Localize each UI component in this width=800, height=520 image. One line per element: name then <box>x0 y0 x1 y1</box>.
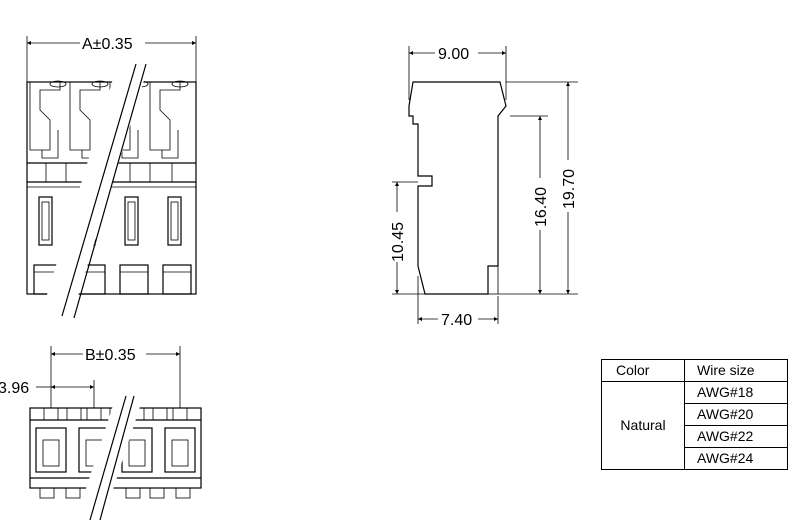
bottom-view: B±0.35 3.96 <box>0 346 202 520</box>
wire-size-value: AWG#24 <box>684 447 788 470</box>
header-wire-size: Wire size <box>684 359 788 382</box>
dimension-height-mid-label: 16.40 <box>533 187 550 227</box>
wire-size-value: AWG#20 <box>684 403 788 426</box>
dimension-width-bottom-label: 7.40 <box>441 312 472 329</box>
color-value: Natural <box>601 381 685 470</box>
table-row: AWG#20 <box>602 403 788 426</box>
table-header-row: Color Wire size <box>601 359 788 382</box>
dimension-b-label: B±0.35 <box>85 347 136 364</box>
dimension-height-lower-label: 10.45 <box>390 222 407 262</box>
table-row: AWG#24 <box>602 447 788 470</box>
dimension-pitch-label: 3.96 <box>0 380 29 397</box>
wire-size-value: AWG#22 <box>684 425 788 448</box>
dimension-a-label: A±0.35 <box>82 36 133 53</box>
front-view: A±0.35 <box>26 36 197 319</box>
dimension-height-total-label: 19.70 <box>561 169 578 209</box>
dimension-width-top-label: 9.00 <box>438 46 469 63</box>
wire-size-value: AWG#18 <box>684 381 788 404</box>
header-color: Color <box>601 359 685 382</box>
side-view: 9.00 19.70 16.40 10.45 7.40 <box>390 46 578 329</box>
table-row: Natural AWG#18 <box>601 381 788 470</box>
wire-spec-table: Color Wire size Natural AWG#18 AWG#20 AW… <box>601 359 788 470</box>
